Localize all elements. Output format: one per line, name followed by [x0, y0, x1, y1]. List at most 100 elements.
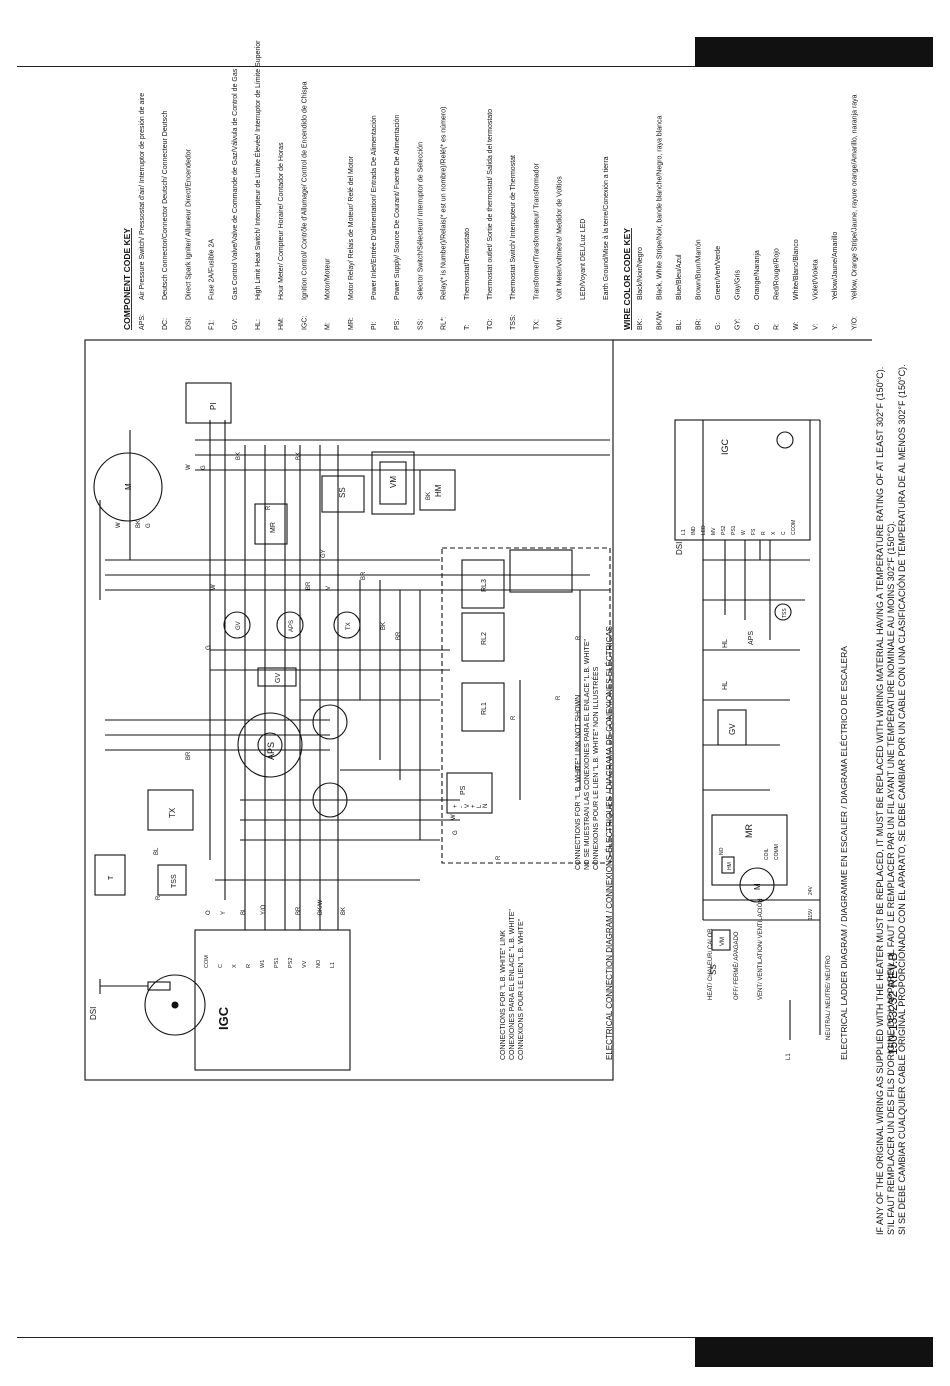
component-key-code: PI:: [371, 321, 378, 330]
ladder-igc-terminal-label: IND: [691, 526, 697, 535]
wire-color-label: BK: [426, 492, 432, 500]
wire-key-code: O:: [754, 323, 761, 330]
wire-color-label: BR: [296, 906, 302, 915]
ladder-mr-box: [711, 814, 788, 886]
ps-terminal-label: +: [471, 804, 477, 808]
ladder-igc-box: [674, 419, 811, 541]
wire-color-label: BR: [186, 751, 192, 760]
motor-circle: [93, 452, 163, 522]
white-link-note-line: CONNEXIONS POUR LE LIEN "L.B. WHITE": [518, 918, 525, 1060]
connection-diagram: [93, 382, 611, 1071]
warning-line-2: S'IL FAUT REMPLACER UN DES FILS D'ORIGIN…: [886, 521, 896, 1235]
ho-knob: [312, 704, 348, 740]
wire-color-label: V: [326, 586, 332, 590]
component-key-desc: Selector Switch/Sélecteur/ Interruptor d…: [417, 142, 424, 300]
wire-color-label: BK: [296, 452, 302, 460]
white-link-note-line: CONEXIONES PARA EL ENLACE "L.B. WHITE": [509, 909, 516, 1060]
igc-terminal-label: PS1: [274, 958, 280, 968]
wire-key-code: G:: [715, 323, 722, 330]
component-key-code: TSS:: [510, 314, 517, 330]
ps-terminal-label: N: [483, 804, 489, 808]
wire-color-label: W: [186, 464, 192, 470]
component-key-desc: Thermostat Switch/ Interrupteur de Therm…: [510, 155, 517, 300]
wire-color-label: O: [206, 910, 212, 915]
wire-color-code-key: WIRE COLOR CODE KEY BK:Black/Noir/NegroB…: [622, 94, 859, 330]
ladder-led: [774, 603, 792, 621]
wire-color-label: R: [496, 855, 502, 860]
tx-sun-label: TX: [346, 622, 352, 630]
ladder-motor-label: M: [753, 883, 762, 890]
tx-label: TX: [168, 807, 177, 818]
ladder-igc-terminal-label: R: [761, 531, 767, 535]
ladder-neutral-label: NEUTRAL/ NEUTRE/ NEUTRO: [826, 955, 832, 1040]
ladder-diagram-title: ELECTRICAL LADDER DIAGRAM / DIAGRAMME EN…: [839, 646, 849, 1060]
hm-label: HM: [434, 484, 443, 497]
component-key-desc: Power Inlet/Entrée D'alimentation/ Entra…: [371, 115, 378, 300]
wire-color-label: Y: [221, 911, 227, 915]
component-key-code: HM:: [278, 317, 285, 330]
wire-key-code: BK/W:: [657, 310, 664, 330]
ladder-igc-terminal-label: PS2: [721, 525, 727, 535]
wire-key-desc: Brown/Brun/Marrón: [696, 239, 703, 300]
component-key-desc: Volt Meter/voltmètre/ Medidor de Voltios: [557, 176, 564, 300]
ladder-dsi-label: DSI: [675, 542, 684, 555]
wire-color-label: R: [511, 715, 517, 720]
ss-label: SS: [338, 487, 347, 498]
component-key-desc: LED/Voyant DEL/Luz LED: [580, 219, 587, 300]
motor-label: M: [124, 483, 133, 490]
component-key-desc: Fuse 2A/Fusible 2A: [209, 239, 216, 300]
ladder-heat-label: HEAT/ CHALEUR/ CALOR: [708, 928, 714, 1000]
ladder-hm-label: HM: [727, 862, 733, 870]
wire-key-code: Y/O:: [852, 316, 859, 330]
wire-key-code: W:: [793, 322, 800, 330]
mr-label: MR: [270, 522, 277, 533]
ladder-igc-terminal-label: L1: [681, 529, 687, 535]
link-note-line: CONNEXIONS POUR LE LIEN "L.B. WHITE" NON…: [591, 666, 600, 870]
link-note-line: NO SE MUESTRAN LAS CONEXIONES PARA EL EN…: [584, 639, 591, 870]
component-key-code: GV:: [232, 318, 239, 330]
wire-key-desc: Violet/Violeta: [813, 259, 820, 300]
ladder-l1-label: L1: [786, 1053, 792, 1060]
component-key-code: PS:: [394, 319, 401, 330]
ladder-igc-label: IGC: [720, 438, 730, 455]
ladder-motor: [739, 867, 775, 903]
wire-key-title: WIRE COLOR CODE KEY: [622, 228, 632, 330]
ladder-hl-label-2: HL: [722, 639, 729, 648]
footer-tab: [695, 1337, 933, 1367]
ladder-no-label: NO: [719, 847, 725, 855]
component-key-desc: Motor/Moteur: [325, 258, 332, 300]
igc-terminal-label: X: [232, 964, 238, 968]
component-key-code: M:: [325, 322, 332, 330]
vm-label: VM: [389, 476, 398, 488]
component-key-desc: Thermostat/Termostato: [464, 228, 471, 300]
ladder-115v-label: 115V: [808, 908, 814, 920]
wire-key-desc: Yellow, Orange Stripe/Jaune, rayure oran…: [852, 94, 859, 300]
tx-box: [147, 789, 194, 831]
rl1-label: RL1: [481, 702, 488, 715]
igc-label: IGC: [216, 1006, 231, 1030]
ladder-igc-terminal-label: CCOM: [791, 520, 797, 535]
ladder-igc-terminal-label: PS1: [731, 525, 737, 535]
ladder-ss-label: SS: [709, 964, 718, 975]
component-key-code: VM:: [557, 318, 564, 331]
component-key-code: DC:: [162, 318, 169, 330]
igc-terminal-label: COM: [204, 955, 210, 968]
wire-key-desc: Blue/Bleu/Azul: [676, 254, 683, 300]
ps-terminal-label: -: [459, 806, 465, 808]
rl3-label: RL3: [481, 579, 488, 592]
wire-key-desc: Green/Vert/Verde: [715, 246, 722, 300]
component-code-key: COMPONENT CODE KEY APS:Air Pressure Swit…: [122, 40, 610, 330]
ps-terminal-label: +: [453, 804, 459, 808]
igc-terminal-label: PS2: [288, 958, 294, 968]
component-key-code: F1:: [209, 320, 216, 330]
igc-spark-circle: [144, 974, 206, 1036]
ladder-vent-label: VENT/ VENTILATION/ VENTILACIÓN: [757, 898, 764, 1000]
ps-connector: [509, 549, 573, 593]
document-number: 150-133232 REV.B: [886, 953, 900, 1055]
pi-plug: [185, 382, 232, 424]
warning-line-3: SI SE DEBE CAMBIAR CUALQUIER CABLE ORIGI…: [897, 364, 907, 1235]
